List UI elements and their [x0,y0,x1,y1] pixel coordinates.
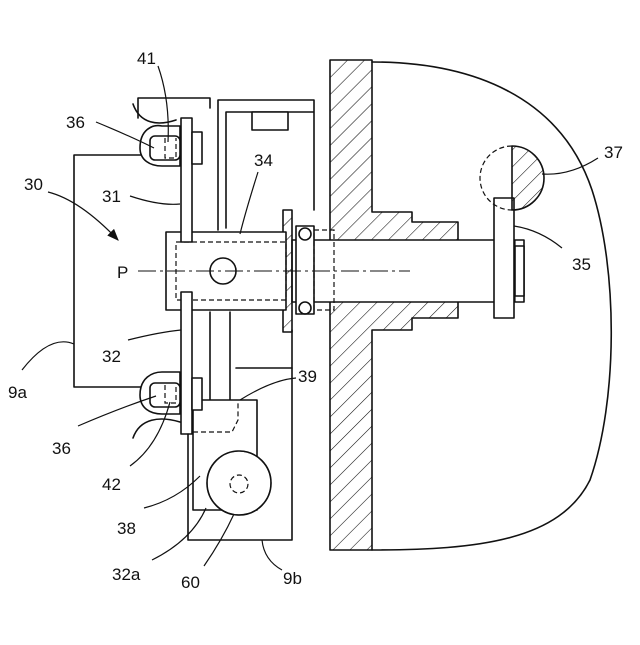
label-39: 39 [298,367,317,386]
label-34: 34 [254,151,273,170]
wall-section [330,60,458,550]
lower-rod [210,312,292,400]
upper-block [252,112,288,130]
label-9a: 9a [8,383,27,402]
label-36-top: 36 [66,113,85,132]
label-36-bottom: 36 [52,439,71,458]
label-37: 37 [604,143,623,162]
label-35: 35 [572,255,591,274]
label-31: 31 [102,187,121,206]
leader-32a [152,508,206,560]
label-38: 38 [117,519,136,538]
label-41: 41 [137,49,156,68]
leader-38 [144,476,200,508]
leader-31 [130,196,180,204]
upper-cap [138,98,210,118]
plate-31 [181,118,192,242]
leader-32 [128,330,181,340]
leader-39 [240,378,296,400]
lever-plate-35 [494,198,514,318]
bolt-tail-bottom [192,378,202,410]
label-32a: 32a [112,565,141,584]
label-p: P [117,263,128,282]
label-42: 42 [102,475,121,494]
shaft-end-step [515,246,524,296]
label-30: 30 [24,175,43,194]
leader-9b [262,540,282,570]
leader-36b [78,396,156,426]
leader-34 [240,172,258,234]
upper-cap-curve [133,104,176,123]
label-9b: 9b [283,569,302,588]
seal-ring [296,226,314,314]
bolt-tail-top [192,132,202,164]
leader-9a [22,342,74,370]
pin-37 [512,146,544,210]
leader-37 [542,158,598,174]
plate-32 [181,292,192,434]
label-60: 60 [181,573,200,592]
label-32: 32 [102,347,121,366]
